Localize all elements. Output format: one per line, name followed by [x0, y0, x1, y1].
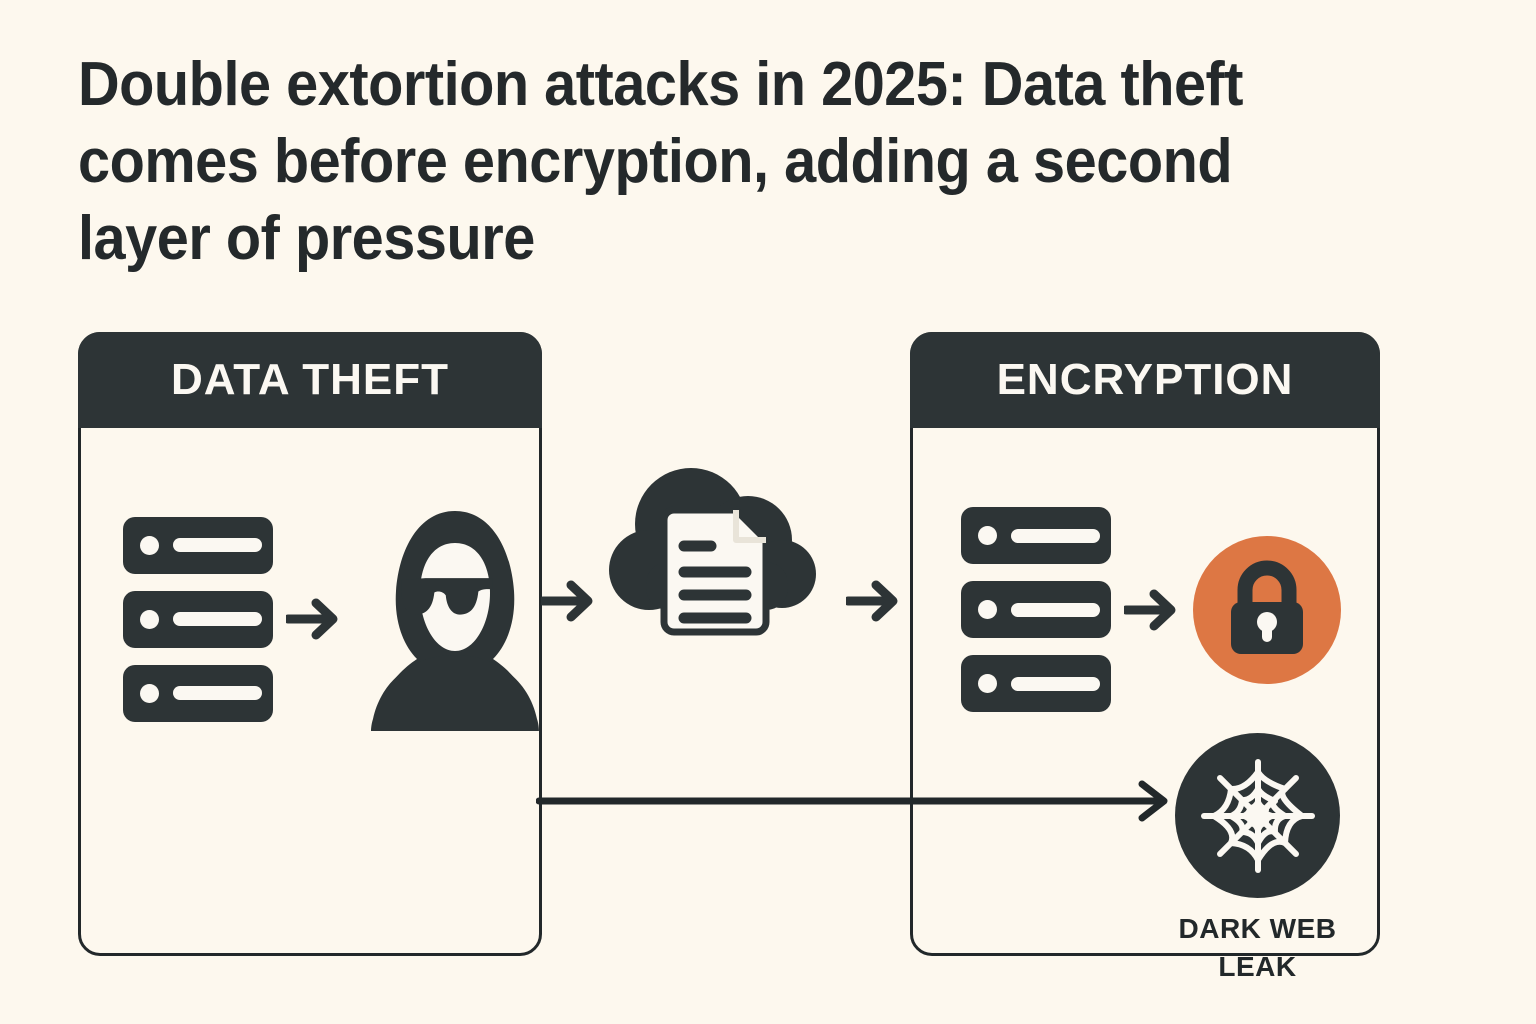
server-bar [123, 516, 273, 574]
panel-data-theft-header: DATA THEFT [78, 332, 542, 428]
arrow-right-icon [1124, 587, 1180, 633]
lock-icon [1231, 560, 1303, 654]
arrow-right-icon-cloud-to-encryption [843, 578, 902, 624]
server-status-dot [140, 609, 159, 629]
server-status-dot [978, 674, 997, 693]
server-label-line [173, 538, 262, 552]
encryption-icon-row [961, 507, 1341, 712]
server-status-dot [140, 683, 159, 703]
server-bar [123, 664, 273, 722]
panel-encryption-header: ENCRYPTION [910, 332, 1380, 428]
arrow-right-long-icon-leak [535, 778, 1176, 824]
lock-badge [1193, 535, 1341, 684]
server-status-dot [140, 535, 159, 555]
panel-data-theft-title: DATA THEFT [170, 355, 450, 404]
panel-data-theft: DATA THEFT [78, 332, 542, 956]
server-bar [961, 655, 1111, 712]
arrow-right-icon-theft-to-cloud [538, 578, 597, 624]
server-label-line [1011, 602, 1100, 617]
hacker-icon [355, 505, 555, 733]
page-title: Double extortion attacks in 2025: Data t… [78, 50, 1259, 273]
server-status-dot [978, 600, 997, 619]
cloud-document-icon [596, 462, 836, 652]
data-theft-icon-row [123, 505, 555, 733]
server-label-line [173, 612, 262, 626]
server-label-line [1011, 676, 1100, 691]
server-bar [961, 581, 1111, 638]
dark-web-leak-label: DARK WEB LEAK [1178, 913, 1337, 982]
server-label-line [1011, 528, 1100, 543]
server-bar [123, 590, 273, 648]
dark-web-circle [1175, 733, 1340, 898]
server-bar [961, 507, 1111, 564]
server-stack-icon [123, 516, 273, 722]
server-label-line [173, 686, 262, 700]
server-status-dot [978, 526, 997, 545]
spider-web-icon [1200, 758, 1315, 873]
server-stack-icon [961, 507, 1111, 712]
panel-encryption-title: ENCRYPTION [996, 355, 1294, 404]
dark-web-leak-group: DARK WEB LEAK [1175, 733, 1340, 986]
arrow-right-icon [286, 596, 342, 642]
